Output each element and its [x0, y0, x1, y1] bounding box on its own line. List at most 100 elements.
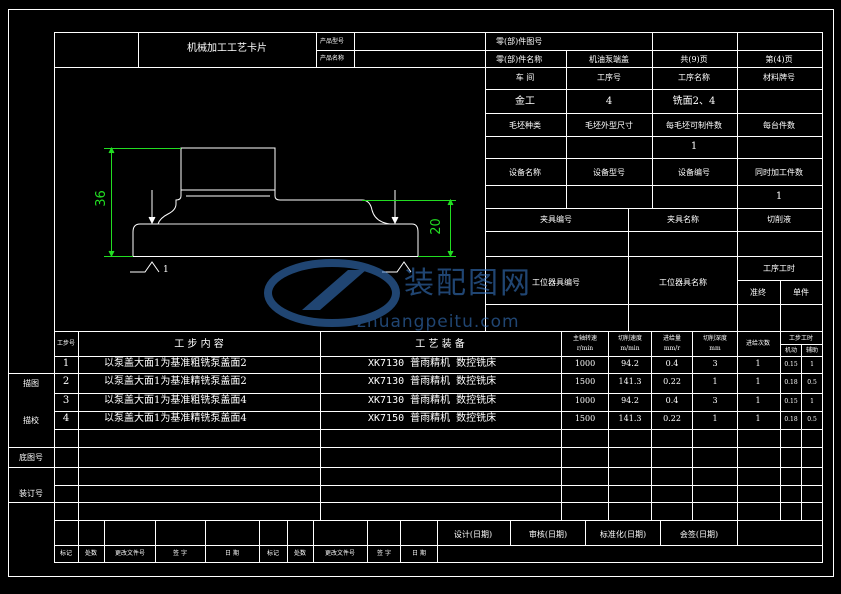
card-title: 机械加工工艺卡片: [187, 43, 267, 54]
equipment-name-label: 设备名称: [509, 168, 541, 177]
step-speed: 94.2: [621, 359, 639, 368]
step-machine: 0.15: [784, 361, 798, 368]
step-no: 4: [62, 413, 70, 424]
footer-mark-2: 标记: [266, 550, 280, 557]
material-label: 材料牌号: [763, 73, 795, 82]
col-machine-time: 机动: [784, 347, 798, 354]
footer-change-doc-2: 更改文件号: [324, 550, 356, 557]
step-machine: 0.18: [784, 379, 798, 386]
fixture-no-label: 夹具编号: [540, 215, 572, 224]
col-step-no: 工步号: [56, 340, 76, 347]
total-pages: 共(9)页: [680, 55, 708, 64]
product-model-label: 产品型号: [320, 38, 345, 45]
step-no: 2: [62, 376, 70, 387]
col-feed-unit: mm/r: [663, 345, 681, 352]
process-no-value: 4: [605, 96, 613, 107]
watermark-en: zhuangpeitu.com: [357, 312, 520, 332]
step-aux: 1: [810, 361, 814, 368]
col-content: 工 步 内 容: [174, 339, 224, 350]
step-passes: 1: [755, 396, 761, 405]
footer-count-2: 处数: [293, 550, 307, 557]
footer-date-2: 日 期: [412, 550, 426, 557]
step-speed: 141.3: [618, 414, 642, 423]
part-drawing-no-label: 零(部)件图号: [496, 37, 543, 46]
station-tool-name-label: 工位器具名称: [659, 278, 707, 287]
simultaneous-label: 同时加工件数: [755, 168, 803, 177]
coolant-label: 切削液: [767, 215, 791, 224]
step-depth: 1: [712, 414, 718, 423]
process-time-label: 工序工时: [763, 264, 795, 273]
col-spindle: 主轴转速: [572, 335, 598, 342]
page-no: 第(4)页: [765, 55, 793, 64]
blank-size-label: 毛坯外型尺寸: [585, 121, 633, 130]
equipment-no-label: 设备编号: [678, 168, 710, 177]
watermark-cn: 装配图网: [404, 266, 532, 301]
col-hours: 工步工时: [788, 335, 814, 342]
blank-type-label: 毛坯种类: [509, 121, 541, 130]
step-equip: XK7150 普雨精机 数控铣床: [368, 413, 497, 424]
col-equipment: 工 艺 装 备: [415, 339, 465, 350]
dim-36: 36: [93, 190, 109, 207]
footer-sign: 会签(日期): [679, 530, 719, 539]
step-no: 3: [62, 395, 70, 406]
step-passes: 1: [755, 377, 761, 386]
fixture-name-label: 夹具名称: [667, 215, 699, 224]
step-content: 以泵盖大面1为基准粗铣泵盖面4: [104, 395, 247, 406]
equipment-model-label: 设备型号: [593, 168, 625, 177]
part-name-value: 机油泵端盖: [589, 55, 629, 64]
part-sketch: [110, 147, 440, 273]
unit-time-label: 单件: [793, 288, 809, 297]
step-equip: XK7130 普雨精机 数控铣床: [368, 395, 497, 406]
step-aux: 0.5: [807, 379, 817, 386]
col-depth-unit: mm: [709, 345, 721, 352]
step-speed: 141.3: [618, 377, 642, 386]
step-spindle: 1000: [574, 359, 596, 368]
step-passes: 1: [755, 414, 761, 423]
col-depth: 切削深度: [702, 335, 728, 342]
step-spindle: 1000: [574, 396, 596, 405]
step-no: 1: [62, 358, 70, 369]
step-equip: XK7130 普雨精机 数控铣床: [368, 358, 497, 369]
step-content: 以泵盖大面1为基准精铣泵盖面4: [104, 413, 247, 424]
workshop-value: 金工: [515, 96, 535, 107]
step-feed: 0.22: [663, 414, 681, 423]
process-name-label: 工序名称: [678, 73, 710, 82]
step-depth: 3: [712, 396, 718, 405]
col-spindle-unit: r/min: [576, 345, 594, 352]
side-binding-no: 装订号: [19, 489, 43, 498]
step-machine: 0.15: [784, 398, 798, 405]
footer-mark-1: 标记: [59, 550, 73, 557]
parts-per-blank-value: 1: [690, 141, 698, 152]
dimension-lines: [104, 146, 456, 258]
step-depth: 3: [712, 359, 718, 368]
step-content: 以泵盖大面1为基准粗铣泵盖面2: [104, 358, 247, 369]
side-trace: 描图: [23, 379, 39, 388]
step-speed: 94.2: [621, 396, 639, 405]
footer-standard: 标准化(日期): [599, 530, 647, 539]
watermark-logo-icon: [264, 259, 400, 327]
station-tool-no-label: 工位器具编号: [532, 278, 580, 287]
col-feed: 进给量: [662, 335, 682, 342]
step-equip: XK7130 普雨精机 数控铣床: [368, 376, 497, 387]
step-aux: 1: [810, 398, 814, 405]
step-passes: 1: [755, 359, 761, 368]
step-machine: 0.18: [784, 416, 798, 423]
step-content: 以泵盖大面1为基准精铣泵盖面2: [104, 376, 247, 387]
datum-label-1: 1: [163, 265, 169, 275]
step-depth: 1: [712, 377, 718, 386]
part-name-label: 零(部)件名称: [496, 55, 543, 64]
footer-signature-2: 签 字: [377, 550, 391, 557]
footer-signature-1: 签 字: [173, 550, 187, 557]
parts-per-unit-label: 每台件数: [763, 121, 795, 130]
prep-time-label: 准终: [750, 288, 766, 297]
product-name-label: 产品名称: [320, 55, 345, 62]
simultaneous-value: 1: [775, 191, 783, 202]
watermark: 装配图网 zhuangpeitu.com: [262, 248, 582, 338]
footer-date-1: 日 期: [225, 550, 239, 557]
step-aux: 0.5: [807, 416, 817, 423]
col-speed: 切削速度: [617, 335, 643, 342]
step-spindle: 1500: [574, 414, 596, 423]
side-base-no: 底图号: [19, 453, 43, 462]
col-passes: 进给次数: [745, 340, 771, 347]
